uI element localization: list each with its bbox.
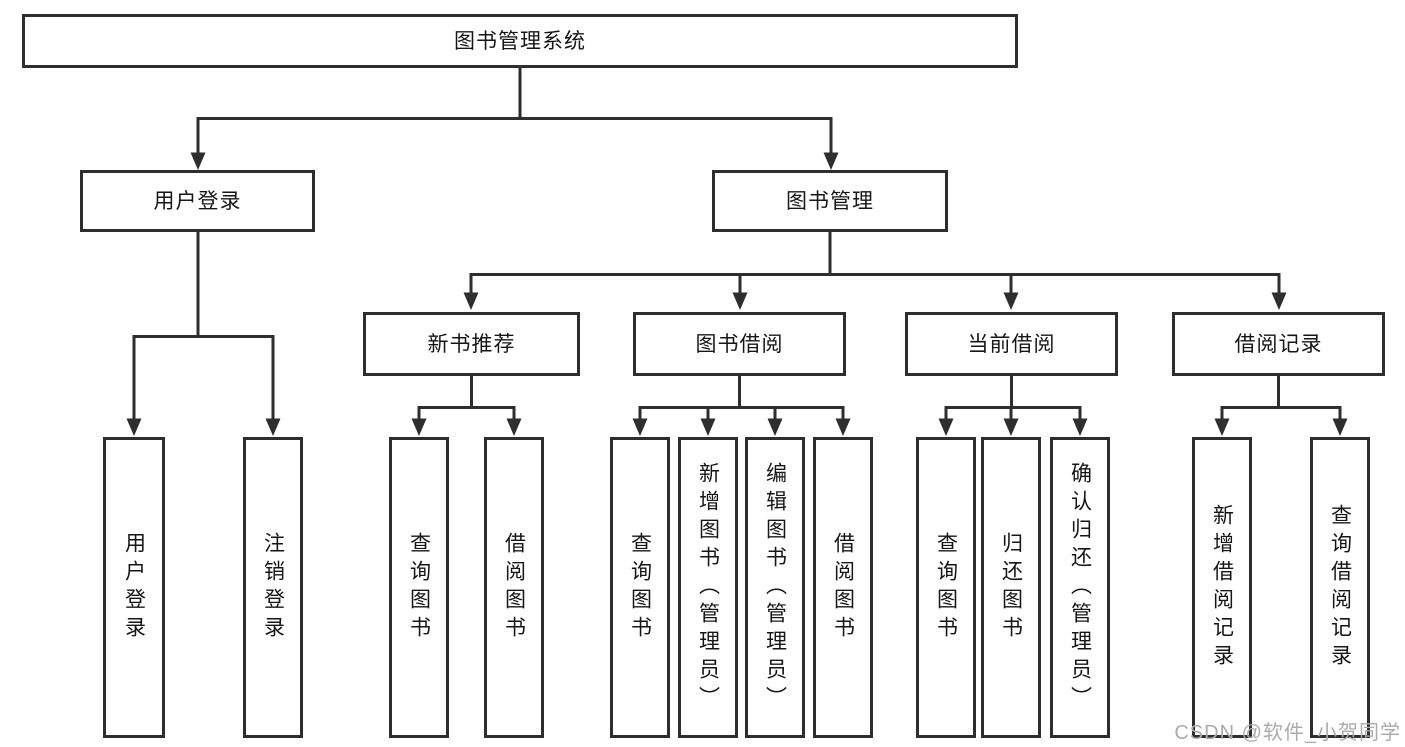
node-current-borrowing-label: 当前借阅 — [967, 332, 1056, 356]
node-new-book-recommendation: 新书推荐 — [363, 312, 580, 376]
leaf-add-borrow-record: 新增借阅记录 — [1192, 437, 1252, 738]
leaf-add-books-admin-label: 新增图书（管理员） — [696, 461, 720, 714]
leaf-query-books-borrowing-label: 查询图书 — [628, 531, 652, 644]
node-borrowing-records: 借阅记录 — [1172, 312, 1385, 376]
leaf-logout: 注销登录 — [243, 437, 303, 738]
node-book-management-label: 图书管理 — [786, 189, 874, 213]
leaf-add-books-admin: 新增图书（管理员） — [678, 437, 738, 738]
node-new-book-recommendation-label: 新书推荐 — [427, 332, 516, 356]
leaf-user-login: 用户登录 — [103, 437, 165, 738]
leaf-edit-books-admin-label: 编辑图书（管理员） — [763, 461, 787, 714]
leaf-borrow-books-borrowing: 借阅图书 — [813, 437, 873, 738]
node-book-management: 图书管理 — [712, 170, 948, 232]
node-user-login-label: 用户登录 — [153, 189, 242, 213]
leaf-query-books-recommend: 查询图书 — [389, 437, 449, 738]
leaf-query-books-borrowing: 查询图书 — [610, 437, 670, 738]
leaf-query-books-current: 查询图书 — [916, 437, 976, 738]
leaf-return-books: 归还图书 — [981, 437, 1041, 738]
leaf-query-borrow-record: 查询借阅记录 — [1310, 437, 1370, 738]
leaf-user-login-label: 用户登录 — [122, 531, 146, 644]
leaf-add-borrow-record-label: 新增借阅记录 — [1210, 503, 1234, 672]
leaf-return-books-label: 归还图书 — [999, 531, 1023, 644]
node-root-label: 图书管理系统 — [454, 29, 586, 53]
leaf-confirm-return-admin: 确认归还（管理员） — [1050, 437, 1110, 738]
node-book-borrowing: 图书借阅 — [633, 312, 846, 376]
node-borrowing-records-label: 借阅记录 — [1234, 332, 1323, 356]
node-user-login: 用户登录 — [80, 170, 315, 232]
node-current-borrowing: 当前借阅 — [905, 312, 1118, 376]
leaf-query-books-recommend-label: 查询图书 — [407, 531, 431, 644]
node-root: 图书管理系统 — [22, 14, 1018, 68]
leaf-logout-label: 注销登录 — [261, 531, 285, 644]
node-book-borrowing-label: 图书借阅 — [695, 332, 784, 356]
leaf-borrow-books-borrowing-label: 借阅图书 — [831, 531, 855, 644]
leaf-borrow-books-recommend: 借阅图书 — [484, 437, 544, 738]
csdn-watermark: CSDN @软件_小贺同学 — [1174, 722, 1401, 744]
leaf-confirm-return-admin-label: 确认归还（管理员） — [1068, 461, 1092, 714]
leaf-borrow-books-recommend-label: 借阅图书 — [502, 531, 526, 644]
leaf-query-borrow-record-label: 查询借阅记录 — [1328, 503, 1352, 672]
leaf-edit-books-admin: 编辑图书（管理员） — [745, 437, 805, 738]
leaf-query-books-current-label: 查询图书 — [934, 531, 958, 644]
